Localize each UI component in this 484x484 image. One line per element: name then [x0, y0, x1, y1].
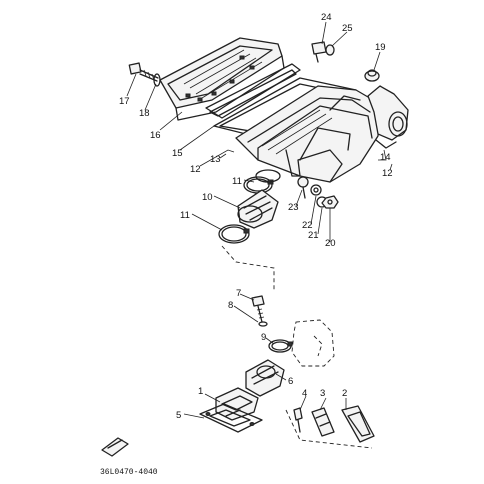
callout-16: 16 — [150, 130, 161, 141]
bolt-23 — [297, 176, 309, 199]
nut-20 — [321, 195, 339, 209]
callout-4: 4 — [302, 388, 307, 399]
reed-valve-1 — [215, 387, 259, 421]
air-filter-cover — [159, 37, 285, 121]
clamp-11-lower — [218, 224, 250, 244]
carburetor-joint-6 — [245, 359, 285, 397]
clamp-9 — [268, 339, 293, 353]
bolt-24 — [311, 41, 327, 63]
air-filter-case — [235, 85, 409, 183]
callout-10: 10 — [202, 192, 213, 203]
callout-11-lower: 11 — [180, 210, 190, 221]
callout-13: 13 — [210, 154, 221, 165]
callout-6: 6 — [288, 376, 293, 387]
callout-7: 7 — [236, 288, 241, 299]
callout-25: 25 — [342, 23, 353, 34]
callout-23: 23 — [288, 202, 299, 213]
washer-18 — [153, 73, 161, 87]
callout-22: 22 — [302, 220, 313, 231]
callout-11-upper: 11 — [232, 176, 242, 187]
callout-1: 1 — [198, 386, 203, 397]
callout-14: 14 — [380, 152, 391, 163]
reed-stopper-3 — [311, 407, 335, 437]
callout-15: 15 — [172, 148, 183, 159]
carburetor-ghost — [291, 319, 335, 367]
reed-plate-2 — [341, 405, 375, 443]
washer-8 — [258, 321, 268, 327]
callout-5: 5 — [176, 410, 181, 421]
callout-12-left: 12 — [190, 164, 201, 175]
diagram-code: 36L0470-4040 — [100, 468, 158, 477]
collar-25 — [325, 44, 335, 56]
callout-9: 9 — [261, 332, 266, 343]
callout-12-right: 12 — [382, 168, 393, 179]
callout-labels: 24 25 19 17 18 16 15 13 12 14 12 11 10 1… — [119, 12, 393, 421]
leader-lines — [126, 21, 393, 419]
callout-24: 24 — [321, 12, 332, 23]
intake-joint-10 — [237, 189, 279, 229]
callout-3: 3 — [320, 388, 325, 399]
grommet-19 — [364, 69, 380, 82]
joint-band-13 — [255, 169, 281, 183]
bolt-7 — [251, 295, 265, 323]
callout-19: 19 — [375, 42, 386, 53]
screw-4 — [293, 407, 303, 433]
callout-18: 18 — [139, 108, 150, 119]
callout-8: 8 — [228, 300, 233, 311]
callout-20: 20 — [325, 238, 336, 249]
callout-2: 2 — [342, 388, 347, 399]
callout-21: 21 — [308, 230, 319, 241]
washer-22 — [310, 184, 322, 196]
gasket-5 — [199, 403, 263, 433]
front-arrow-icon — [101, 437, 129, 457]
callout-17: 17 — [119, 96, 130, 107]
assembly-link-line — [221, 245, 275, 290]
